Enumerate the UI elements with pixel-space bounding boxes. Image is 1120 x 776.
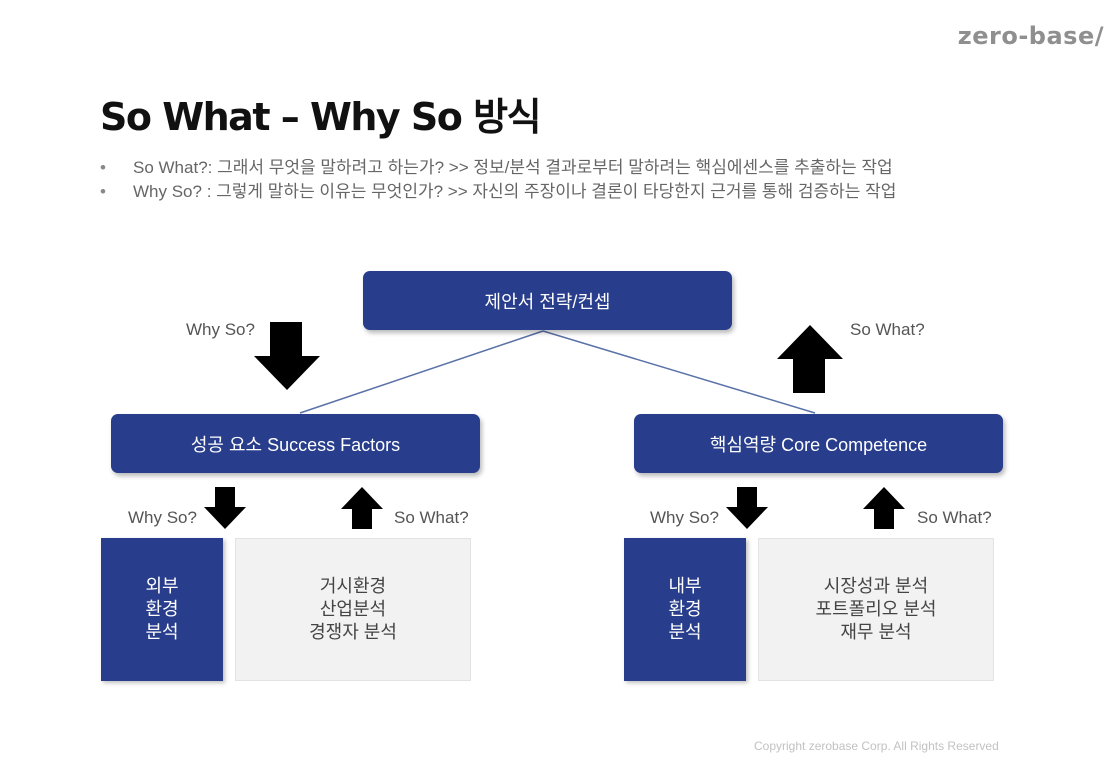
macro-environment-text: 거시환경 [319, 576, 387, 596]
internal-line-1: 내부 [668, 576, 702, 596]
external-analysis-items-box: 거시환경 산업분석 경쟁자 분석 [235, 538, 471, 681]
definition-list: • So What?: 그래서 무엇을 말하려고 하는가? >> 정보/분석 결과… [100, 156, 896, 204]
connector-line-right [542, 330, 816, 414]
bullet-so-what: • So What?: 그래서 무엇을 말하려고 하는가? >> 정보/분석 결과… [100, 156, 896, 180]
why-so-label-right: Why So? [650, 508, 719, 527]
zero-base-logo: zero-base/ [957, 22, 1104, 50]
arrow-up-icon [341, 487, 383, 529]
why-so-label-left: Why So? [128, 508, 197, 527]
market-performance-text: 시장성과 분석 [823, 576, 929, 596]
external-line-1: 외부 [145, 576, 179, 596]
why-so-label-top: Why So? [186, 320, 255, 339]
so-what-label-top: So What? [850, 320, 925, 339]
external-line-3: 분석 [145, 622, 179, 642]
arrow-down-icon [254, 322, 320, 390]
internal-line-3: 분석 [668, 622, 702, 642]
bullet-why-so: • Why So? : 그렇게 말하는 이유는 무엇인가? >> 자신의 주장이나… [100, 180, 896, 204]
external-line-2: 환경 [145, 599, 179, 619]
so-what-label-right: So What? [917, 508, 992, 527]
financial-analysis-text: 재무 분석 [840, 622, 912, 642]
arrow-up-icon [863, 487, 905, 529]
strategy-concept-box: 제안서 전략/컨셉 [363, 271, 732, 330]
competitor-analysis-text: 경쟁자 분석 [309, 622, 397, 642]
internal-analysis-items-box: 시장성과 분석 포트폴리오 분석 재무 분석 [758, 538, 994, 681]
copyright-footer: Copyright zerobase Corp. All Rights Rese… [754, 739, 999, 753]
so-what-label-left: So What? [394, 508, 469, 527]
core-competence-box: 핵심역량 Core Competence [634, 414, 1003, 473]
bullet-marker: • [100, 182, 106, 201]
connector-line-left [299, 330, 544, 414]
internal-environment-box: 내부 환경 분석 [624, 538, 746, 681]
success-factors-box: 성공 요소 Success Factors [111, 414, 480, 473]
bullet-why-so-text: Why So? : 그렇게 말하는 이유는 무엇인가? >> 자신의 주장이나 … [133, 182, 897, 201]
arrow-down-icon [204, 487, 246, 529]
bullet-marker: • [100, 158, 106, 177]
page-title: So What – Why So 방식 [100, 95, 542, 139]
industry-analysis-text: 산업분석 [319, 599, 387, 619]
arrow-down-icon [726, 487, 768, 529]
bullet-so-what-text: So What?: 그래서 무엇을 말하려고 하는가? >> 정보/분석 결과로… [133, 158, 893, 177]
portfolio-analysis-text: 포트폴리오 분석 [815, 599, 937, 619]
external-environment-box: 외부 환경 분석 [101, 538, 223, 681]
arrow-up-icon [777, 325, 843, 393]
internal-line-2: 환경 [668, 599, 702, 619]
